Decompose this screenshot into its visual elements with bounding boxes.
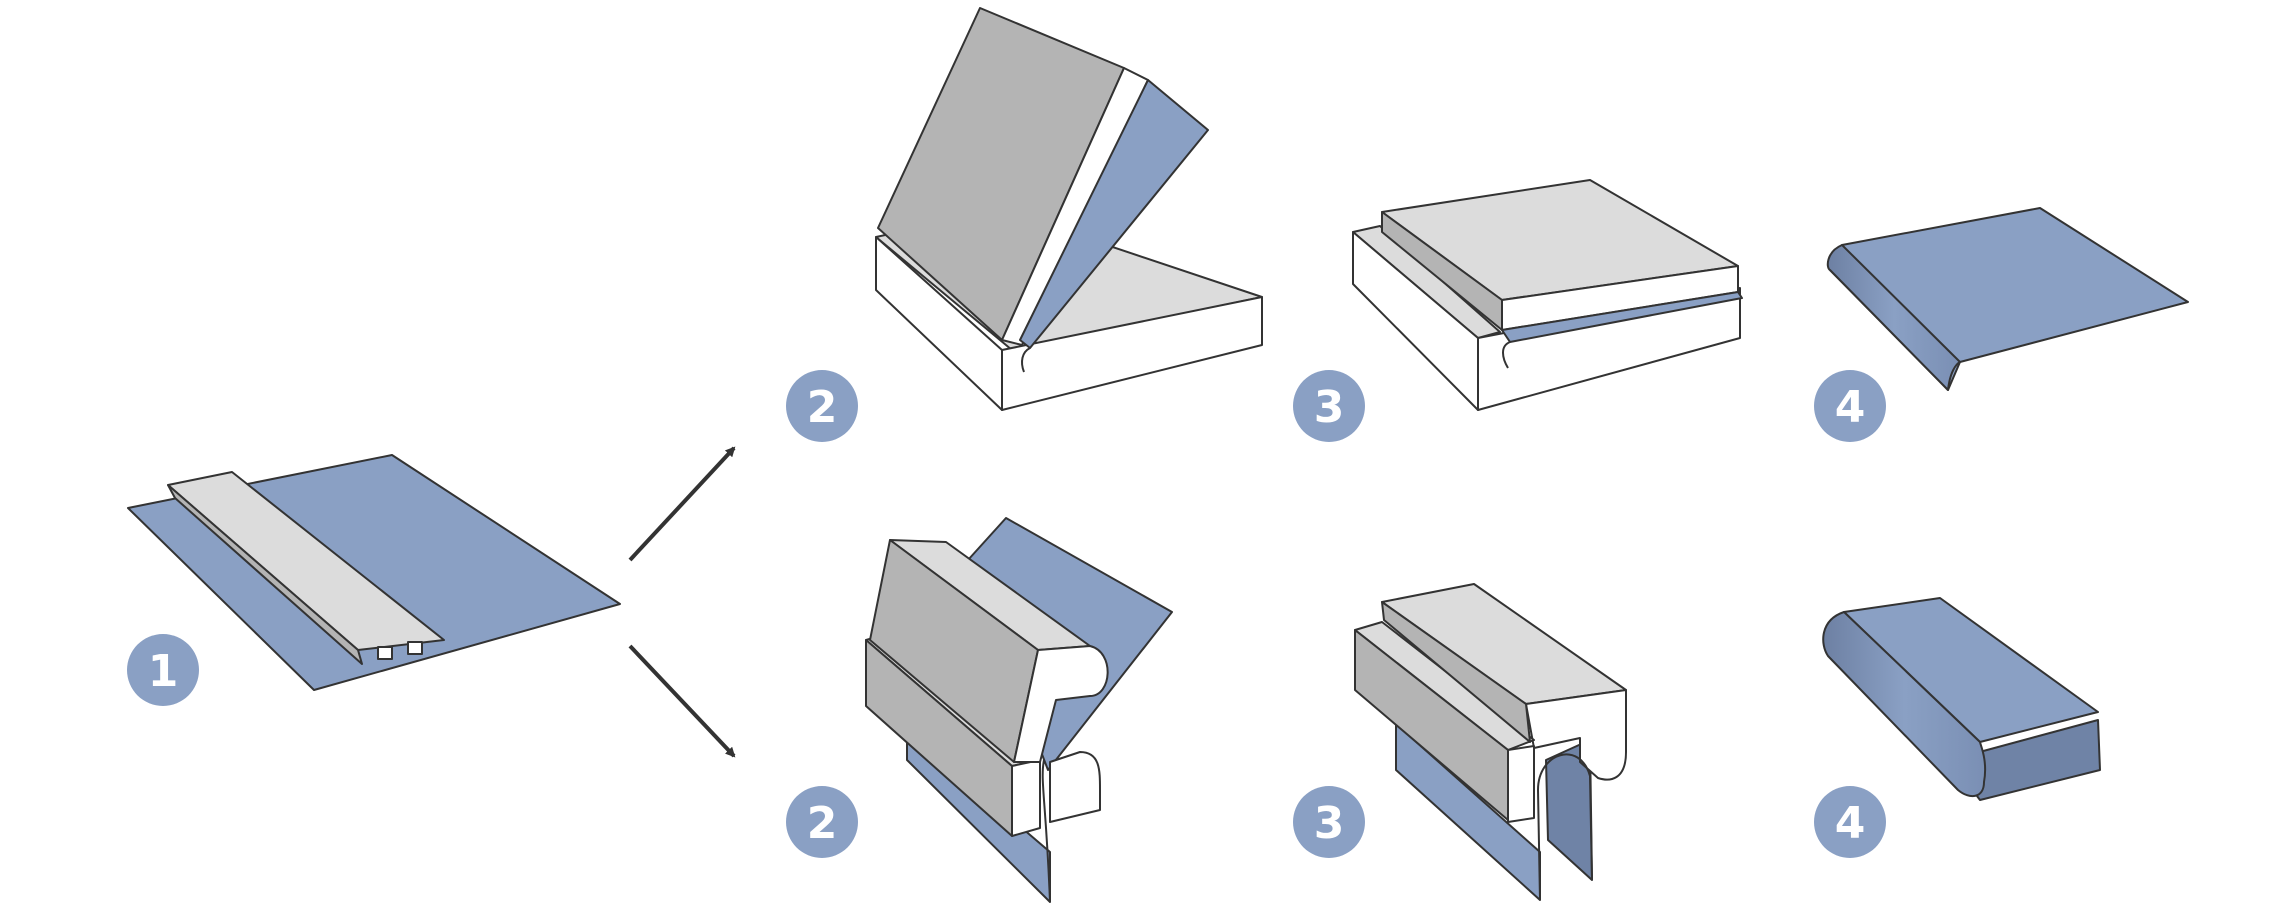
lower-step-4-illustration: [1822, 597, 2101, 801]
arrow-down: [628, 644, 736, 758]
arrow-up: [628, 446, 736, 562]
profile-ridge: [1381, 601, 1531, 743]
rising-panel-edge: [1001, 67, 1149, 346]
profile-strip-side: [167, 484, 363, 665]
base-block-front: [1507, 745, 1535, 823]
step-number: 4: [1835, 798, 1866, 849]
lower-step-3-illustration: [1354, 583, 1627, 901]
loop-block: [1049, 751, 1101, 823]
upper-step-2-illustration: [875, 7, 1263, 411]
step-badge-lower-3: 3: [1293, 786, 1365, 858]
step-1-illustration: [127, 454, 621, 691]
step-badge-lower-2: 2: [786, 786, 858, 858]
base-block-side: [875, 236, 1003, 411]
step-badge-upper-3: 3: [1293, 370, 1365, 442]
step-badge-upper-4: 4: [1814, 370, 1886, 442]
rolled-edge: [1826, 244, 1961, 391]
step-number: 3: [1314, 798, 1345, 849]
step-number: 4: [1835, 382, 1866, 433]
step-number: 2: [807, 798, 838, 849]
step-badge-lower-4: 4: [1814, 786, 1886, 858]
rolled-edge: [1822, 611, 1987, 798]
step-badge-1: 1: [127, 634, 199, 706]
sheet-loop: [1041, 759, 1051, 903]
step-number: 2: [807, 382, 838, 433]
top-block-front: [1525, 689, 1627, 781]
step-badge-upper-2: 2: [786, 370, 858, 442]
profile-tab: [407, 641, 423, 655]
sheet-curl: [1021, 347, 1031, 373]
profile-tab: [377, 646, 393, 660]
sheet-strip: [1501, 291, 1743, 343]
step-number: 3: [1314, 382, 1345, 433]
base-block-side: [1352, 231, 1479, 411]
upper-step-4-illustration: [1826, 207, 2189, 391]
base-block-front: [1011, 759, 1041, 837]
sheet-loop: [1537, 753, 1593, 901]
profile-hook: [1013, 645, 1109, 763]
lower-step-2-illustration: [865, 517, 1173, 903]
sheet-curl: [1502, 341, 1511, 369]
upper-step-3-illustration: [1352, 179, 1743, 411]
step-number: 1: [148, 646, 179, 697]
